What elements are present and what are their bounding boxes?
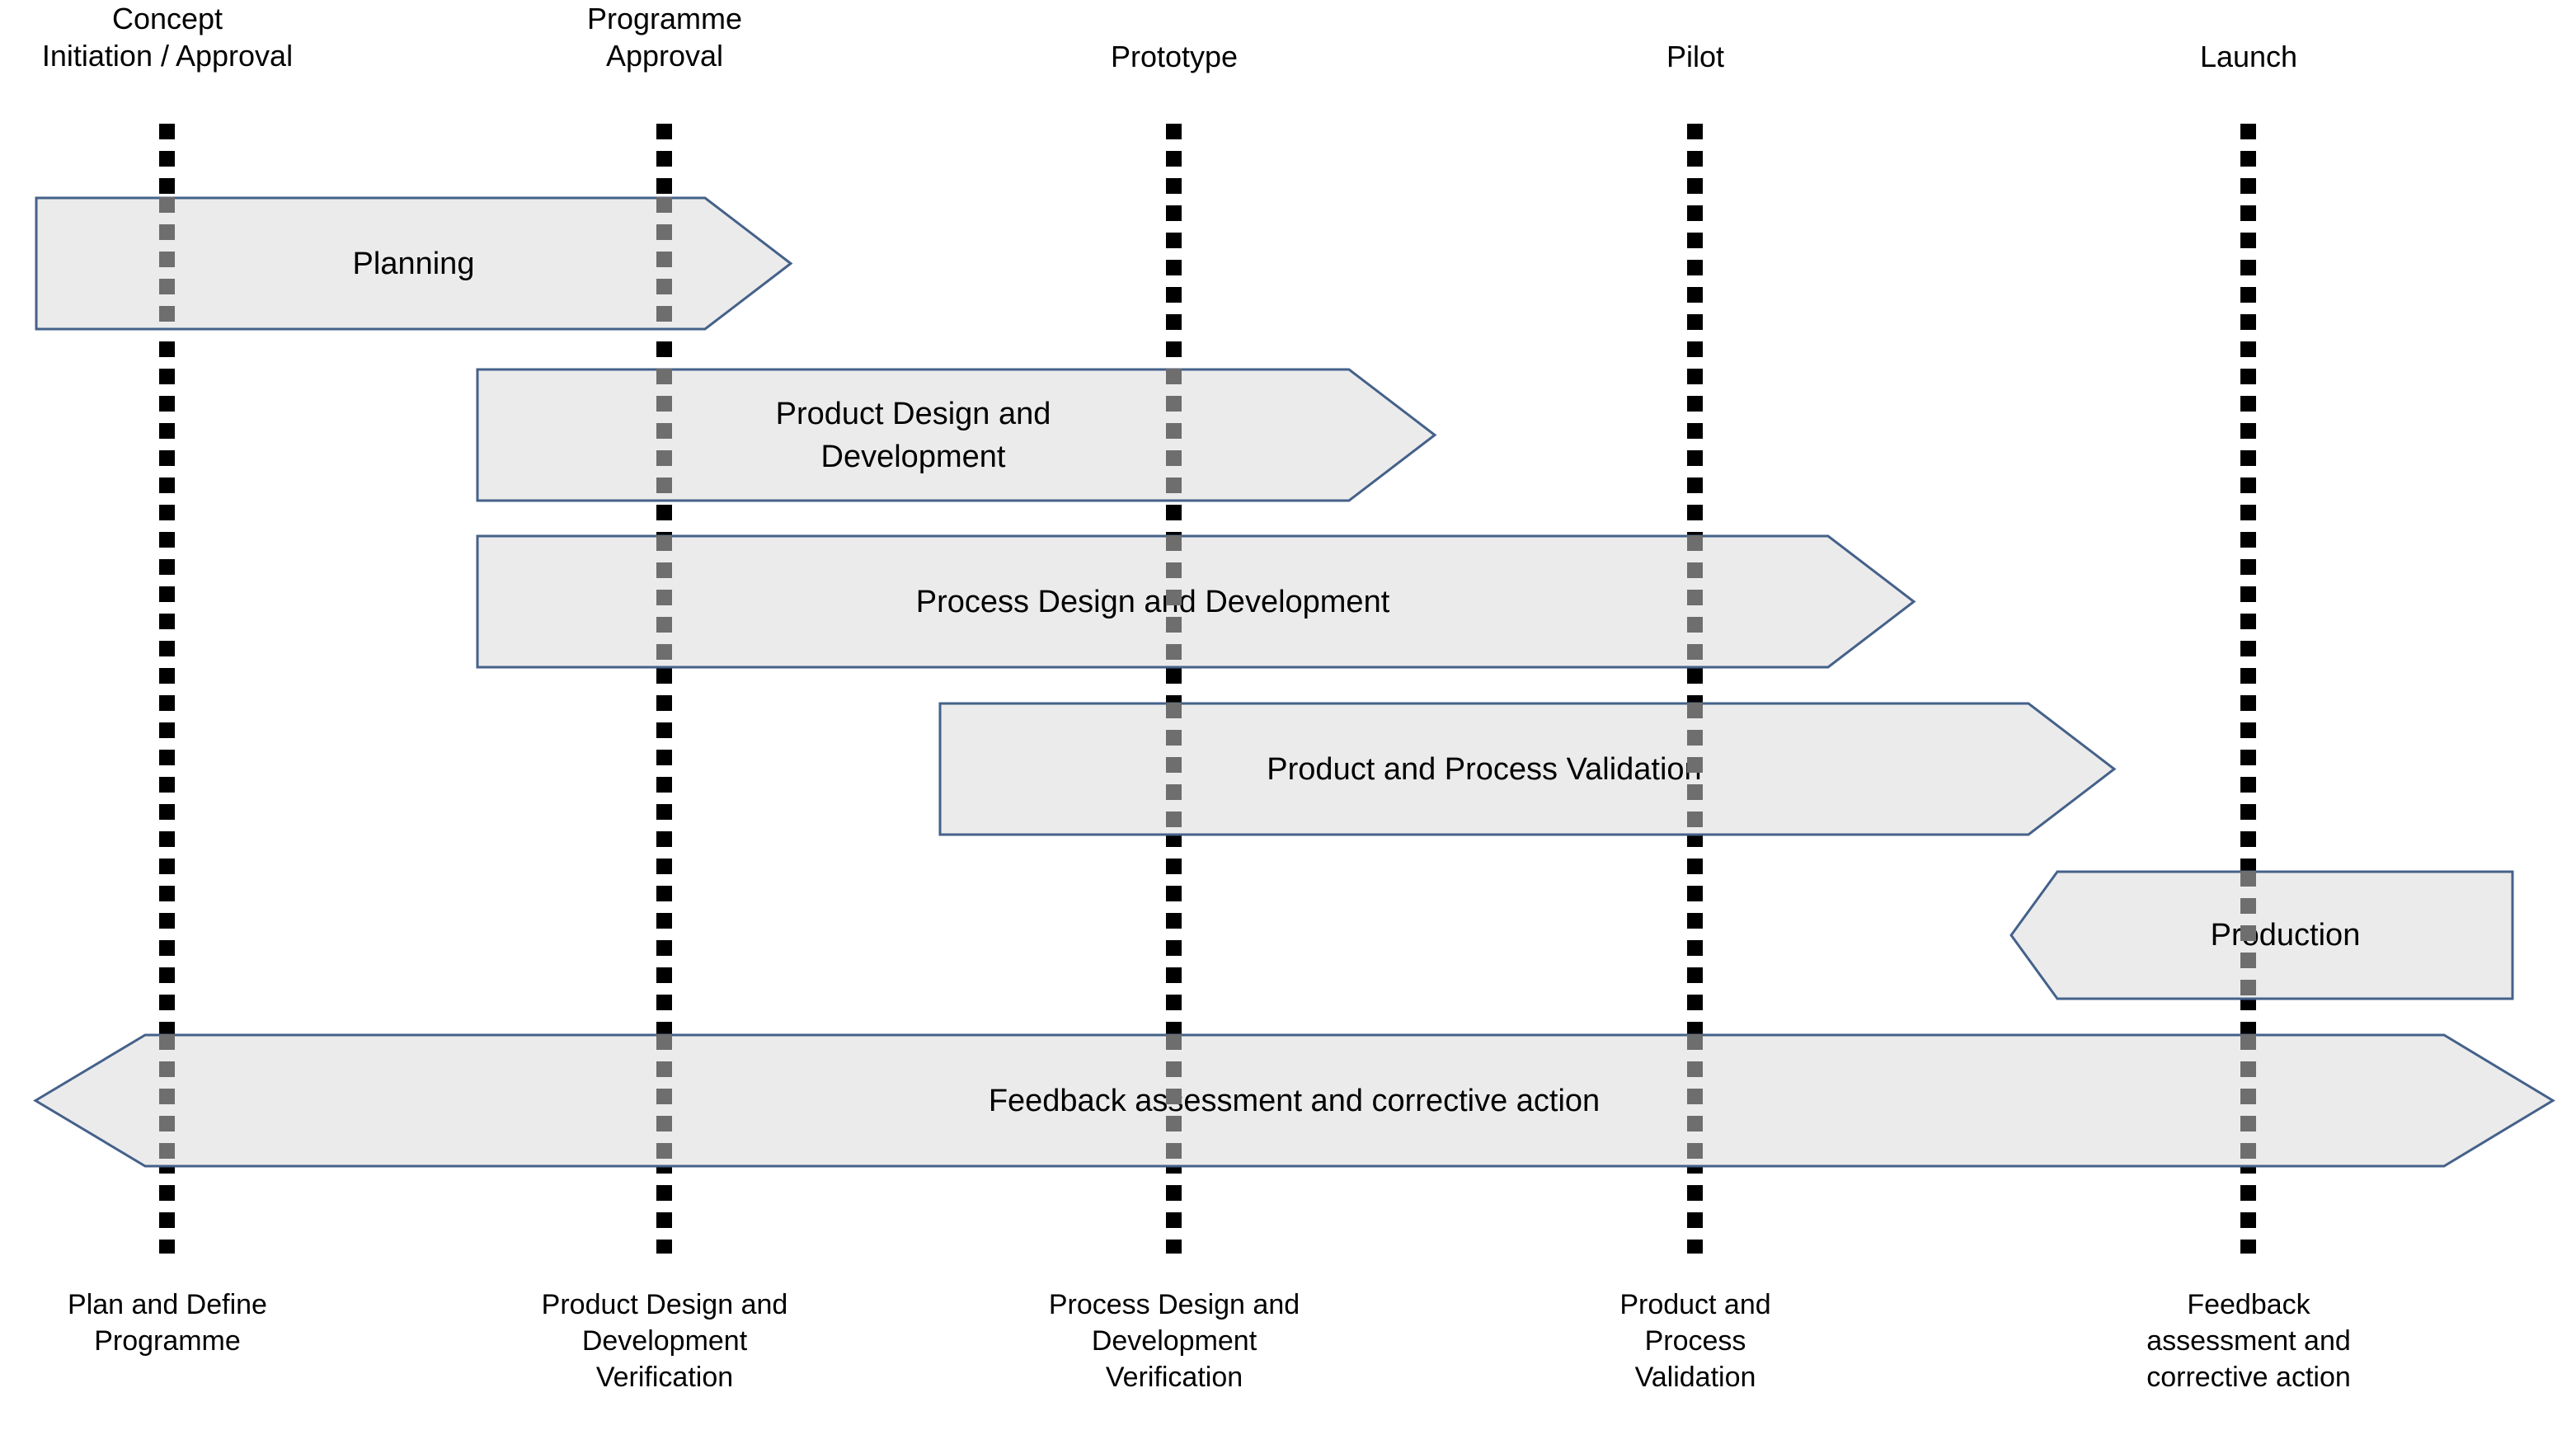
milestone-line-pilot-over-product-validation <box>1687 703 1703 835</box>
milestone-line-launch-over-feedback <box>2240 1034 2256 1167</box>
milestone-line-concept <box>159 124 175 1254</box>
production-arrow-shape <box>2011 872 2513 999</box>
milestone-label-programme: Programme Approval <box>586 2 743 73</box>
milestone-line-programme-over-feedback <box>656 1034 672 1167</box>
milestone-line-prototype-over-product-design <box>1166 369 1182 501</box>
milestone-line-prototype-over-process-design <box>1166 535 1182 668</box>
stage-label-product-design-development-verification: Product Design and Development Verificat… <box>541 1289 788 1393</box>
milestone-line-pilot <box>1687 124 1703 1254</box>
milestone-line-programme-over-product-design <box>656 369 672 501</box>
milestone-line-pilot-over-feedback <box>1687 1034 1703 1167</box>
milestone-label-pilot: Pilot <box>1666 40 1725 73</box>
product-process-validation-arrow-shape <box>940 703 2114 835</box>
milestone-line-concept-over-feedback <box>159 1034 175 1167</box>
milestone-label-launch: Launch <box>2199 40 2298 73</box>
phase-bar-production[interactable]: Production <box>2010 871 2513 1000</box>
phase-bar-planning[interactable]: Planning <box>35 197 792 330</box>
milestone-line-programme-over-process-design <box>656 535 672 668</box>
milestone-line-launch-over-production <box>2240 871 2256 1000</box>
stage-label-process-design-development-verification: Process Design and Development Verificat… <box>1048 1289 1300 1393</box>
product-design-arrow-shape <box>477 369 1435 501</box>
stage-label-feedback-assessment-corrective-action: Feedback assessment and corrective actio… <box>2146 1289 2351 1393</box>
stage-label-product-and-process-validation: Product and Process Validation <box>1619 1289 1771 1393</box>
milestone-line-concept-over-planning <box>159 197 175 330</box>
milestone-line-prototype-over-feedback <box>1166 1034 1182 1167</box>
milestone-line-prototype-over-product-validation <box>1166 703 1182 835</box>
milestone-label-prototype: Prototype <box>1110 40 1239 73</box>
milestone-line-pilot-over-process-design <box>1687 535 1703 668</box>
phase-bar-product-design-and-development[interactable]: Product Design and Development <box>477 369 1436 501</box>
phase-bar-feedback-assessment-and-corrective-action[interactable]: Feedback assessment and corrective actio… <box>35 1034 2554 1167</box>
milestone-line-programme-over-planning <box>656 197 672 330</box>
phase-bar-product-and-process-validation[interactable]: Product and Process Validation <box>939 703 2115 835</box>
planning-arrow-shape <box>36 198 791 329</box>
milestone-label-concept: Concept Initiation / Approval <box>41 2 294 73</box>
process-design-arrow-shape <box>477 536 1914 667</box>
feedback-double-arrow-shape <box>35 1035 2553 1166</box>
stage-label-plan-and-define-programme: Plan and Define Programme <box>68 1289 267 1357</box>
